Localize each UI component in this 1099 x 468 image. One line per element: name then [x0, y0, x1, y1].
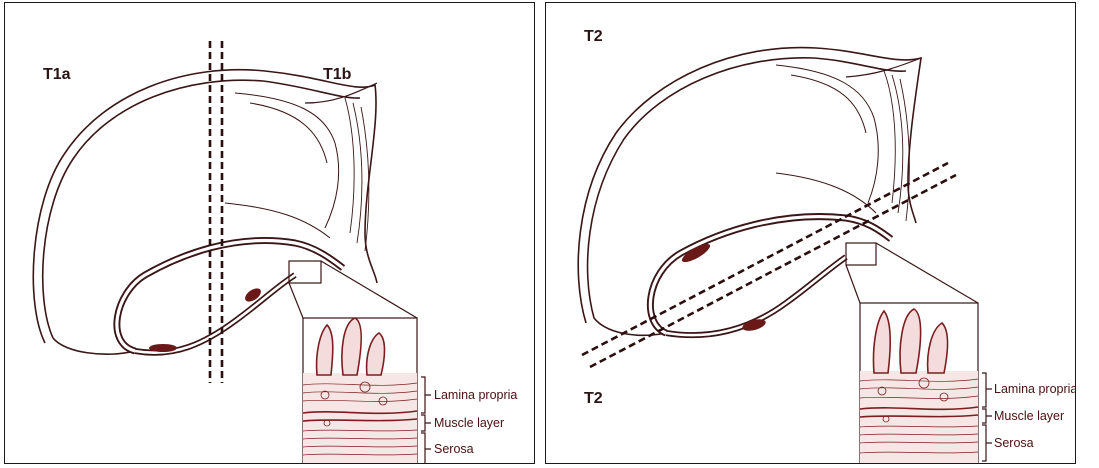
t2-illustration: T2 T2 Lamina propria Muscle layer Serosa — [546, 3, 1076, 464]
gallbladder-outline — [33, 70, 377, 354]
label-t1a: T1a — [43, 66, 71, 83]
tissue-section — [303, 318, 417, 464]
diagram-panel-t1: T1a T1b Lamina propria Muscle layer Sero… — [4, 2, 535, 464]
label-t2-bottom: T2 — [584, 390, 603, 407]
gallbladder-wall — [650, 217, 891, 336]
gallbladder-wall — [117, 241, 343, 353]
layer-brackets — [982, 373, 992, 461]
resection-line — [582, 163, 956, 367]
label-t1b: T1b — [323, 66, 352, 83]
gallbladder-outline — [578, 48, 921, 336]
layer-label-serosa: Serosa — [434, 442, 474, 456]
layer-label-muscle-layer: Muscle layer — [434, 416, 504, 430]
layer-brackets — [421, 377, 431, 464]
layer-label-lamina-propria: Lamina propria — [994, 382, 1076, 396]
layer-label-muscle-layer: Muscle layer — [994, 409, 1064, 423]
tissue-section — [860, 309, 978, 463]
layer-label-lamina-propria: Lamina propria — [434, 388, 517, 402]
t1-illustration: T1a T1b Lamina propria Muscle layer Sero… — [5, 3, 535, 464]
diagram-panel-t2: T2 T2 Lamina propria Muscle layer Serosa — [545, 2, 1076, 464]
label-t2-top: T2 — [584, 28, 603, 45]
layer-label-serosa: Serosa — [994, 436, 1034, 450]
